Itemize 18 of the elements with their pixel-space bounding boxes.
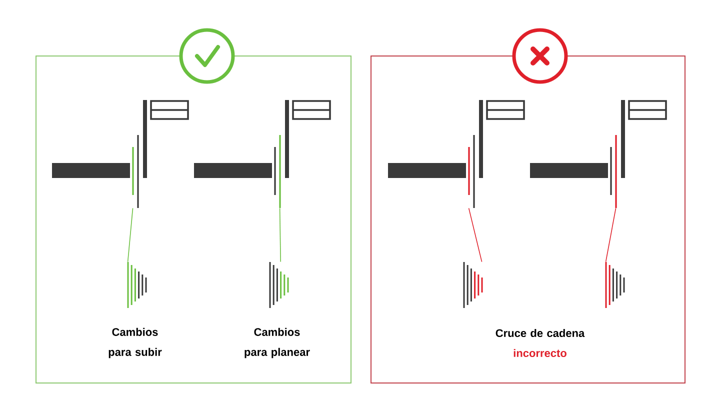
caption-text: Cruce de cadena (496, 328, 585, 338)
cassette-drawing (605, 262, 625, 308)
caption-text: Cambios para subir (108, 328, 162, 358)
panel-frame (370, 56, 686, 384)
caption-text: Cambios para planear (244, 328, 310, 358)
chain-line (605, 208, 616, 262)
panel-frame (36, 56, 352, 384)
cassette-drawing (269, 262, 289, 308)
crankset-drawing (530, 100, 667, 208)
cassette-drawing (463, 262, 483, 308)
crankset-drawing (52, 100, 189, 208)
chain-line (468, 208, 482, 262)
crankset-drawing (194, 100, 331, 208)
chain-line (127, 208, 134, 262)
crankset-drawing (388, 100, 525, 208)
caption-text: incorrecto (514, 348, 566, 358)
cassette-drawing (127, 262, 147, 308)
chain-line (279, 208, 281, 262)
